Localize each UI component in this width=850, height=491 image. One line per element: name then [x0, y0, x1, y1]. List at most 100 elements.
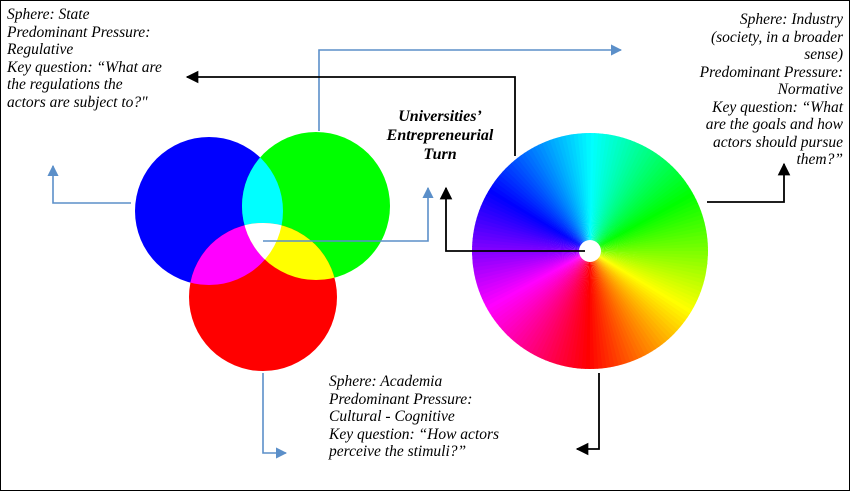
- wheel-sector: [477, 191, 590, 251]
- wheel-sector: [493, 251, 590, 335]
- wheel-sector: [472, 251, 590, 290]
- wheel-sector: [472, 251, 590, 282]
- state-text-line: Predominant Pressure:: [7, 23, 151, 41]
- wheel-sector: [590, 251, 697, 322]
- wheel-sector: [581, 133, 590, 251]
- wheel-sector: [516, 146, 590, 251]
- magenta-overlap: [189, 223, 283, 285]
- wheel-sector: [485, 251, 590, 325]
- wheel-sector: [472, 251, 590, 277]
- wheel-sector: [506, 154, 590, 251]
- wheel-sector: [590, 136, 646, 251]
- wheel-sector: [483, 180, 590, 251]
- wheel-sector: [590, 167, 687, 251]
- wheel-sector: [590, 251, 677, 345]
- wheel-sector: [500, 160, 590, 251]
- industry-text-line: Predominant Pressure:: [699, 63, 843, 81]
- wheel-sector: [590, 142, 657, 251]
- wheel-sector: [590, 140, 654, 251]
- wheel-sector: [472, 251, 590, 260]
- wheel-sector: [590, 251, 625, 369]
- industry-text-line: Normative: [777, 81, 843, 98]
- wheel-sector: [512, 251, 590, 353]
- blue-connectors: [47, 44, 623, 459]
- wheel-sector: [590, 251, 705, 307]
- wheel-sector: [590, 216, 708, 251]
- yellow-overlap: [242, 223, 337, 280]
- wheel-sector: [488, 251, 590, 328]
- wheel-sector: [590, 251, 604, 369]
- wheel-sector: [519, 251, 590, 358]
- wheel-sector: [520, 144, 590, 251]
- industry-text-line: (society, in a broader: [710, 28, 843, 46]
- state-text-line: actors are subject to?": [7, 93, 148, 111]
- wheel-sector: [590, 251, 616, 369]
- wheel-sector: [531, 138, 590, 251]
- wheel-sector: [576, 133, 590, 251]
- wheel-sector: [590, 251, 667, 353]
- wheel-sector: [515, 251, 590, 355]
- wheel-sector: [590, 246, 708, 252]
- wheel-sector: [590, 188, 701, 251]
- academia-text-line: perceive the stimuli?”: [329, 443, 467, 460]
- industry-text-line: are the goals and how: [705, 116, 843, 133]
- connector-bottom-to-academia-black: [575, 373, 600, 456]
- connector-center-to-title: [263, 186, 434, 242]
- industry-text-line: Sphere: Industry: [739, 11, 843, 28]
- wheel-sector: [472, 251, 590, 286]
- wheel-sector: [590, 251, 599, 369]
- wheel-sector: [590, 251, 671, 351]
- wheel-sector: [590, 251, 641, 368]
- wheel-sector: [590, 161, 681, 251]
- wheel-sector: [590, 233, 708, 251]
- wheel-sector: [551, 133, 590, 251]
- wheel-sector: [590, 144, 661, 251]
- wheel-sector: [590, 251, 612, 369]
- wheel-sector: [568, 133, 590, 251]
- wheel-sector: [590, 251, 686, 336]
- wheel-sector: [475, 251, 590, 306]
- wheel-sector: [497, 163, 590, 251]
- wheel-sector: [590, 251, 683, 339]
- wheel-sector: [590, 251, 692, 329]
- wheel-sector: [589, 251, 595, 369]
- wheel-sector: [590, 220, 708, 251]
- state-sphere-text: Sphere: State Predominant Pressure: Regu…: [7, 6, 162, 111]
- wheel-sector: [590, 251, 694, 326]
- wheel-sector: [590, 170, 690, 251]
- state-text-line: Regulative: [7, 41, 74, 58]
- industry-text-line: actors should pursue: [712, 133, 843, 151]
- wheel-sector: [590, 152, 672, 251]
- wheel-sector: [505, 251, 590, 347]
- wheel-sector: [590, 251, 645, 366]
- wheel-sector: [509, 151, 590, 251]
- wheel-sector: [590, 251, 629, 369]
- wheel-sector: [590, 251, 608, 369]
- rgb-venn: [135, 132, 390, 371]
- connector-right-to-industry: [707, 162, 791, 203]
- wheel-sector: [590, 251, 703, 311]
- wheel-sector: [543, 133, 590, 251]
- wheel-hub: [579, 240, 601, 262]
- wheel-sector: [590, 208, 708, 251]
- wheel-sector: [590, 251, 653, 362]
- wheel-sector: [590, 251, 637, 369]
- wheel-sector: [479, 187, 590, 251]
- academia-text-line: Key question: “How actors: [329, 425, 500, 443]
- academia-sphere-text: Sphere: Academia Predominant Pressure: C…: [329, 373, 499, 461]
- wheel-sector: [502, 251, 590, 344]
- wheel-sector: [590, 225, 708, 251]
- wheel-sector: [590, 177, 695, 251]
- wheel-sector: [590, 204, 708, 251]
- wheel-sector: [490, 251, 590, 332]
- wheel-sector: [472, 251, 590, 298]
- state-text-line: Key question: “What are: [7, 58, 162, 76]
- wheel-sector: [477, 251, 590, 310]
- center-title-line: Entrepreneurial: [386, 127, 494, 144]
- wheel-sector: [590, 251, 674, 348]
- wheel-sector: [547, 133, 590, 251]
- wheel-sector: [530, 251, 590, 364]
- wheel-sector: [572, 133, 590, 251]
- wheel-sector: [479, 251, 590, 314]
